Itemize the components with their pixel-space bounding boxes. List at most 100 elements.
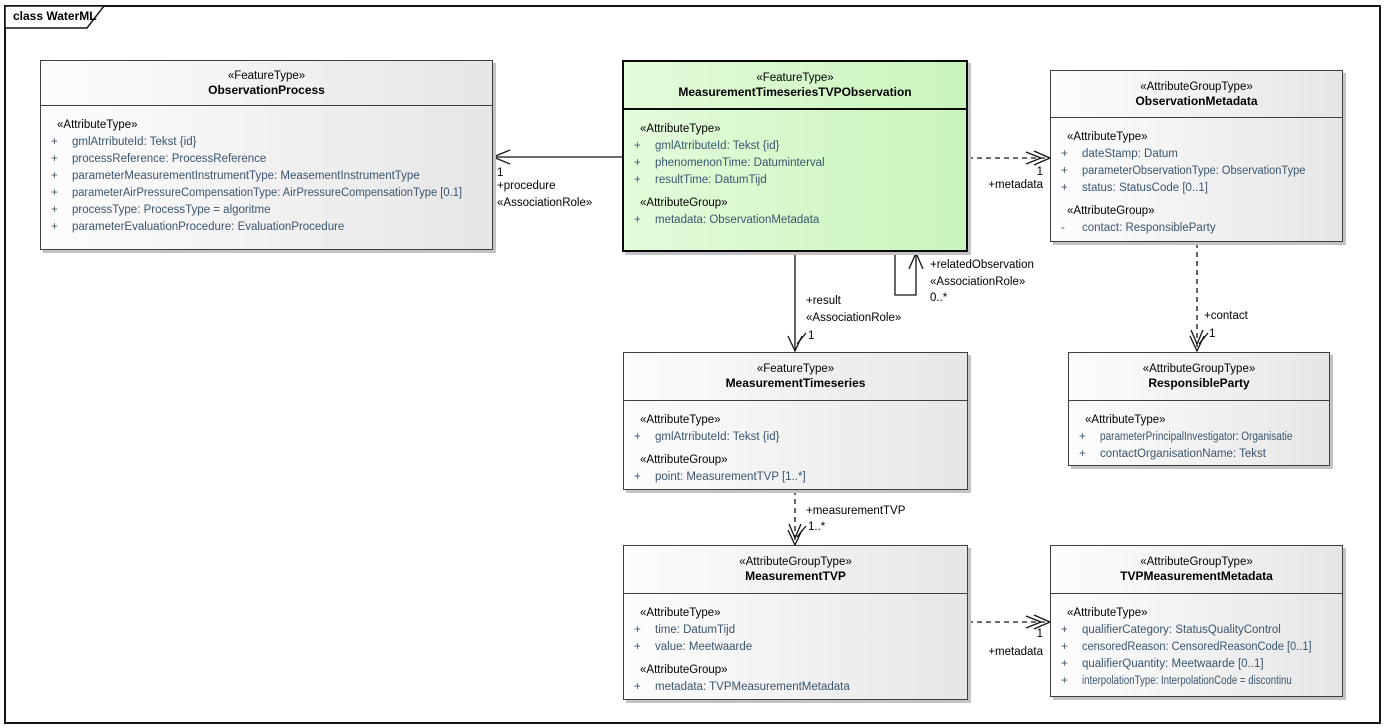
open-arrowhead-right-icon bbox=[1025, 151, 1043, 165]
attribute-row: +censoredReason: CensoredReasonCode [0..… bbox=[1061, 641, 1312, 653]
attribute-row: +time: DatumTijd bbox=[634, 624, 736, 636]
attribute-row: +qualifierQuantity: Meetwaarde [0..1] bbox=[1061, 658, 1264, 670]
class-name: MeasurementTimeseriesTVPObservation bbox=[678, 84, 912, 99]
label-procedure-stereotype: «AssociationRole» bbox=[497, 197, 593, 209]
attribute-row: +metadata: TVPMeasurementMetadata bbox=[634, 681, 850, 693]
attribute-row: +contactOrganisationName: Tekst bbox=[1079, 448, 1266, 460]
label-related-observation-multiplicity: 0..* bbox=[930, 292, 948, 304]
attribute-row: +gmlAtrributeId: Tekst {id} bbox=[51, 136, 197, 148]
label-metadata-top-role: +metadata bbox=[988, 179, 1043, 191]
attribute-row: +processReference: ProcessReference bbox=[51, 153, 267, 165]
label-result-stereotype: «AssociationRole» bbox=[806, 312, 902, 324]
diagram-frame bbox=[4, 5, 1381, 724]
class-tvp-measurement-metadata[interactable]: «AttributeGroupType» TVPMeasurementMetad… bbox=[1050, 545, 1343, 697]
attribute-row: +gmlAtrributeId: Tekst {id} bbox=[634, 140, 780, 152]
class-header: «AttributeGroupType» ObservationMetadata bbox=[1051, 71, 1342, 118]
class-header: «FeatureType» ObservationProcess bbox=[41, 61, 492, 106]
section-heading: «AttributeType» bbox=[57, 119, 138, 131]
diagram-frame-title: class WaterML bbox=[13, 9, 97, 23]
stereotype: «AttributeGroupType» bbox=[1140, 80, 1253, 93]
attribute-row: +parameterPrincipalInvestigator: Organis… bbox=[1079, 431, 1293, 443]
connector-metadata-bottom[interactable] bbox=[968, 614, 1052, 630]
section-heading: «AttributeType» bbox=[1067, 131, 1148, 143]
connector-metadata-top[interactable] bbox=[968, 150, 1052, 166]
attribute-row: +parameterObservationType: ObservationTy… bbox=[1061, 165, 1306, 177]
attribute-row: +parameterAirPressureCompensationType: A… bbox=[51, 187, 463, 199]
stereotype: «FeatureType» bbox=[756, 363, 835, 375]
class-measurement-tvp[interactable]: «AttributeGroupType» MeasurementTVP «Att… bbox=[623, 545, 968, 700]
class-observation-metadata[interactable]: «AttributeGroupType» ObservationMetadata… bbox=[1050, 70, 1343, 242]
attribute-row: +parameterEvaluationProcedure: Evaluatio… bbox=[51, 221, 345, 233]
class-attributes: «AttributeType» +gmlAtrributeId: Tekst {… bbox=[41, 106, 492, 236]
label-procedure-multiplicity: 1 bbox=[497, 167, 504, 179]
connector-measurement-tvp[interactable] bbox=[787, 490, 807, 547]
open-arrowhead-down-icon bbox=[1190, 329, 1204, 346]
connector-result[interactable] bbox=[787, 252, 807, 353]
class-header: «AttributeGroupType» MeasurementTVP bbox=[624, 546, 967, 594]
label-procedure-role: +procedure bbox=[497, 180, 556, 192]
attribute-row: +point: MeasurementTVP [1..*] bbox=[634, 471, 806, 483]
class-attributes: «AttributeType» +time: DatumTijd +value:… bbox=[624, 594, 967, 696]
attribute-row: +status: StatusCode [0..1] bbox=[1061, 182, 1208, 194]
open-arrowhead-down-icon bbox=[788, 523, 802, 540]
label-result-multiplicity: 1 bbox=[808, 330, 815, 342]
class-measurement-timeseries[interactable]: «FeatureType» MeasurementTimeseries «Att… bbox=[623, 352, 968, 490]
stereotype: «AttributeGroupType» bbox=[1140, 556, 1253, 568]
class-name: ObservationProcess bbox=[208, 82, 325, 97]
class-attributes: «AttributeType» +gmlAtrributeId: Tekst {… bbox=[624, 401, 967, 486]
class-responsible-party[interactable]: «AttributeGroupType» ResponsibleParty «A… bbox=[1068, 352, 1330, 466]
multiplicity-leader bbox=[1198, 332, 1209, 345]
attribute-row: +interpolationType: InterpolationCode = … bbox=[1061, 675, 1292, 687]
attribute-row: +qualifierCategory: StatusQualityControl bbox=[1061, 624, 1281, 636]
attribute-row: +processType: ProcessType = algoritme bbox=[51, 204, 271, 216]
label-measurement-tvp-role: +measurementTVP bbox=[806, 505, 906, 517]
class-header: «FeatureType» MeasurementTimeseriesTVPOb… bbox=[624, 62, 966, 110]
stereotype: «FeatureType» bbox=[227, 69, 306, 82]
section-heading: «AttributeGroup» bbox=[640, 197, 728, 209]
connector-related-observation[interactable] bbox=[894, 251, 924, 296]
section-heading: «AttributeType» bbox=[640, 123, 721, 135]
attribute-row: +metadata: ObservationMetadata bbox=[634, 214, 820, 226]
class-attributes: «AttributeType» +dateStamp: Datum +param… bbox=[1051, 118, 1342, 237]
multiplicity-leader bbox=[796, 332, 807, 345]
attribute-row: +resultTime: DatumTijd bbox=[634, 174, 767, 186]
section-heading: «AttributeType» bbox=[1085, 414, 1166, 426]
attribute-row: -contact: ResponsibleParty bbox=[1061, 222, 1216, 234]
class-measurement-timeseries-tvp-observation[interactable]: «FeatureType» MeasurementTimeseriesTVPOb… bbox=[622, 60, 968, 252]
class-name: TVPMeasurementMetadata bbox=[1120, 569, 1273, 583]
attribute-row: +dateStamp: Datum bbox=[1061, 148, 1178, 160]
class-header: «AttributeGroupType» TVPMeasurementMetad… bbox=[1051, 546, 1342, 594]
section-heading: «AttributeType» bbox=[1067, 607, 1148, 619]
label-metadata-bottom-multiplicity: 1 bbox=[1036, 628, 1043, 640]
label-related-observation-role: +relatedObservation bbox=[930, 259, 1034, 271]
open-arrowhead-right-icon bbox=[1025, 615, 1043, 629]
section-heading: «AttributeGroup» bbox=[640, 664, 728, 676]
label-contact-multiplicity: 1 bbox=[1209, 328, 1216, 340]
section-heading: «AttributeType» bbox=[640, 607, 721, 619]
class-header: «FeatureType» MeasurementTimeseries bbox=[624, 353, 967, 401]
class-name: ObservationMetadata bbox=[1135, 93, 1258, 108]
label-metadata-top-multiplicity: 1 bbox=[1036, 166, 1043, 178]
section-heading: «AttributeType» bbox=[640, 414, 721, 426]
open-arrowhead-up-icon bbox=[908, 251, 924, 270]
open-arrowhead-left-icon bbox=[491, 149, 511, 165]
stereotype: «AttributeGroupType» bbox=[739, 556, 852, 568]
class-attributes: «AttributeType» +gmlAtrributeId: Tekst {… bbox=[624, 110, 966, 229]
attribute-row: +value: Meetwaarde bbox=[634, 641, 753, 653]
stereotype: «FeatureType» bbox=[756, 71, 834, 84]
frame-tab bbox=[4, 5, 106, 29]
multiplicity-leader bbox=[796, 525, 807, 538]
stereotype: «AttributeGroupType» bbox=[1142, 363, 1256, 375]
class-name: MeasurementTVP bbox=[745, 569, 846, 583]
class-attributes: «AttributeType» +parameterPrincipalInves… bbox=[1069, 401, 1329, 463]
label-result-role: +result bbox=[806, 295, 841, 307]
connector-contact[interactable] bbox=[1189, 243, 1209, 353]
class-observation-process[interactable]: «FeatureType» ObservationProcess «Attrib… bbox=[40, 60, 493, 250]
connector-procedure[interactable] bbox=[491, 149, 622, 165]
section-heading: «AttributeGroup» bbox=[640, 454, 728, 466]
class-name: ResponsibleParty bbox=[1148, 376, 1250, 390]
label-related-observation-stereotype: «AssociationRole» bbox=[930, 276, 1026, 288]
label-metadata-bottom-role: +metadata bbox=[988, 646, 1043, 658]
class-header: «AttributeGroupType» ResponsibleParty bbox=[1069, 353, 1329, 401]
